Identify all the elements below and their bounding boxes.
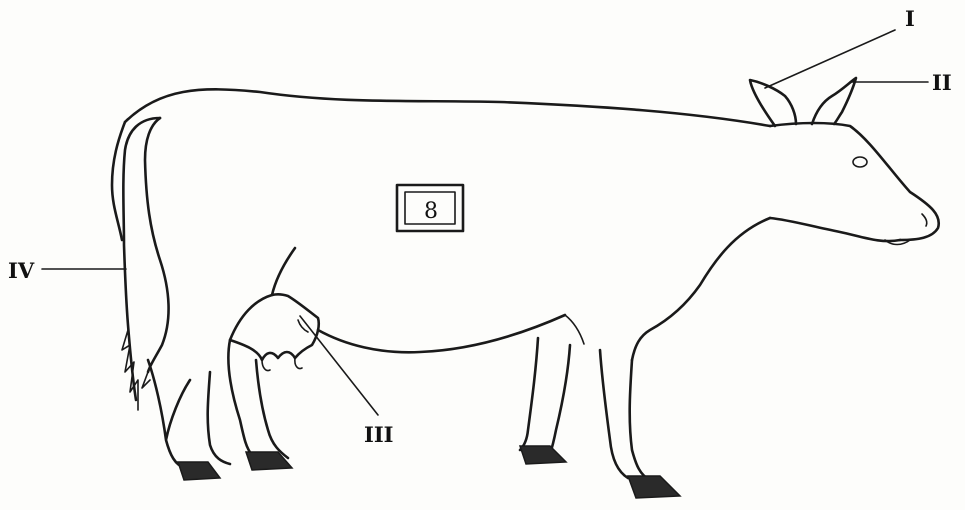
cow-outline (112, 89, 939, 498)
front-leg-back (520, 338, 570, 454)
label-ii: II (932, 70, 952, 95)
horn-left (750, 80, 796, 126)
tail (122, 118, 169, 410)
teat-1 (262, 360, 270, 371)
jaw-line (770, 218, 900, 241)
brand-box: 8 (397, 185, 463, 231)
label-iii: III (364, 422, 393, 447)
throat-line (632, 218, 770, 360)
thigh-line (272, 248, 295, 295)
nostril (922, 214, 927, 226)
brand-mark: 8 (424, 199, 438, 224)
teat-2 (295, 358, 302, 369)
label-i: I (905, 6, 915, 31)
eye (853, 157, 867, 167)
belly-line (318, 315, 565, 352)
hoof-hind-back (178, 462, 220, 480)
head-features (750, 78, 927, 226)
udder-crease (298, 320, 308, 332)
udder-outline (230, 294, 319, 360)
label-iv: IV (8, 258, 35, 283)
hind-leg-back-front (208, 372, 230, 464)
leader-i (765, 30, 895, 88)
horn-right (812, 78, 856, 124)
hoof-front-front (628, 476, 680, 498)
hind-leg-back (148, 360, 190, 468)
front-leg-front (600, 350, 650, 480)
udder (230, 294, 319, 370)
tail-inner (145, 118, 169, 372)
leader-iii (300, 316, 378, 415)
hoof-front-back (520, 446, 566, 464)
belly-fold (565, 315, 584, 344)
back-line (125, 89, 770, 126)
